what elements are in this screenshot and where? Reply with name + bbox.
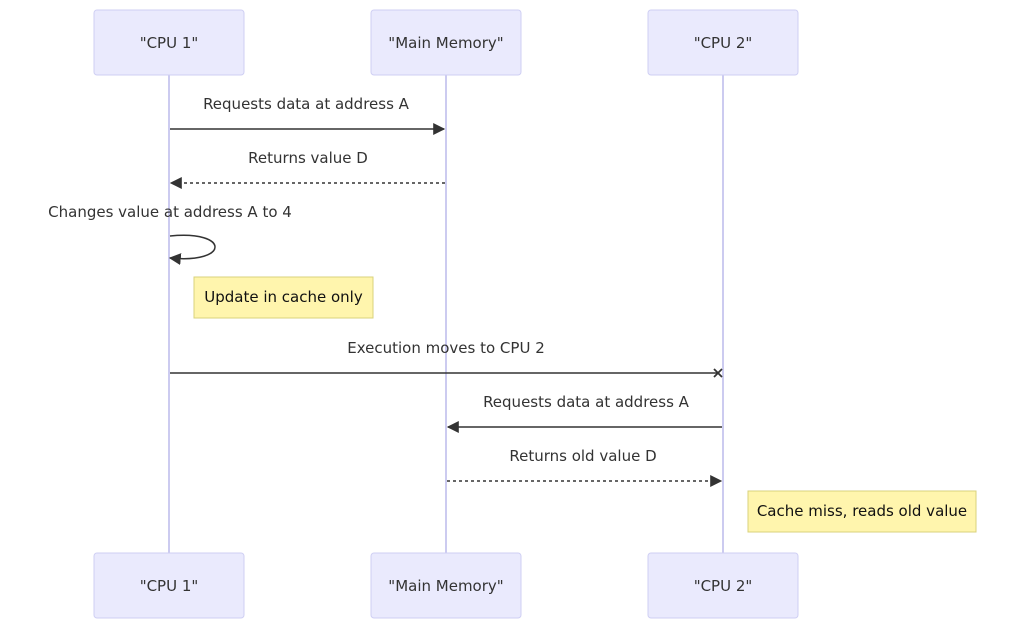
actor-cpu1-top-label: "CPU 1" xyxy=(140,34,199,52)
actor-cpu1-top: "CPU 1" xyxy=(93,9,245,76)
message-2-label: Returns value D xyxy=(248,149,368,167)
actor-cpu2-bottom: "CPU 2" xyxy=(647,552,799,619)
note-cache-miss-label: Cache miss, reads old value xyxy=(757,502,967,520)
actor-main-memory-bottom-label: "Main Memory" xyxy=(388,577,503,595)
note-update-in-cache: Update in cache only xyxy=(193,276,374,319)
actor-main-memory-bottom: "Main Memory" xyxy=(370,552,522,619)
message-6-label: Returns old value D xyxy=(509,447,656,465)
actor-cpu1-bottom: "CPU 1" xyxy=(93,552,245,619)
actor-cpu2-bottom-label: "CPU 2" xyxy=(694,577,753,595)
message-3-self-arrow xyxy=(168,234,216,266)
note-update-in-cache-label: Update in cache only xyxy=(204,288,363,306)
actor-cpu1-bottom-label: "CPU 1" xyxy=(140,577,199,595)
message-4-label: Execution moves to CPU 2 xyxy=(347,339,545,357)
actor-cpu2-top-label: "CPU 2" xyxy=(694,34,753,52)
actor-main-memory-top-label: "Main Memory" xyxy=(388,34,503,52)
note-cache-miss: Cache miss, reads old value xyxy=(747,490,977,533)
actor-cpu2-top: "CPU 2" xyxy=(647,9,799,76)
actor-main-memory-top: "Main Memory" xyxy=(370,9,522,76)
message-3-label: Changes value at address A to 4 xyxy=(48,203,292,221)
message-4-cross-icon xyxy=(713,368,723,378)
message-1-label: Requests data at address A xyxy=(203,95,410,113)
message-5-label: Requests data at address A xyxy=(483,393,690,411)
